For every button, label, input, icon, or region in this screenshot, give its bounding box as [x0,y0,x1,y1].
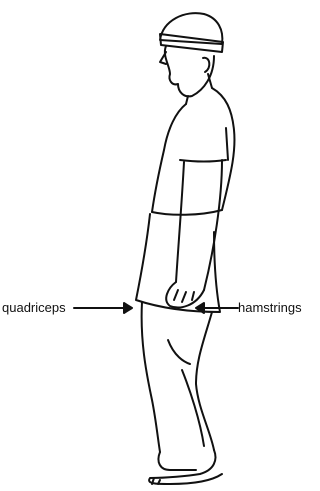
arm-front [176,162,184,282]
cap [160,13,222,44]
sleeve [180,160,226,162]
arm-back [204,160,222,290]
ear [203,58,209,72]
knee [168,340,190,364]
hamstrings-label: hamstrings [238,301,302,314]
shirt-back [212,88,235,210]
foot-front [158,452,196,470]
leg-back-outline [196,312,214,450]
shirt-hem [152,210,222,215]
sleeve-side [226,128,228,160]
shirt-front [152,104,186,212]
foot-back [149,450,222,484]
leg-front-outline [142,302,160,452]
quadriceps-arrowhead [124,303,132,313]
quadriceps-label: quadriceps [2,301,66,314]
